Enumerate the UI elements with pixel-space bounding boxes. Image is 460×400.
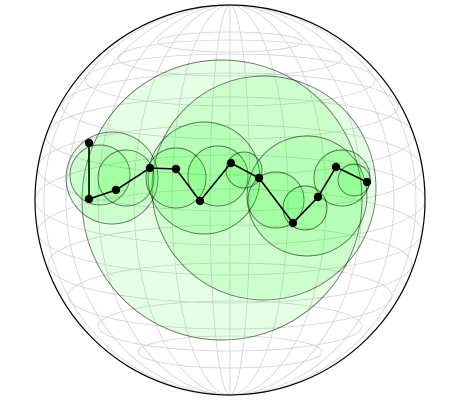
- sphere-graticule: [34, 4, 426, 396]
- disk-layers: [65, 59, 377, 341]
- vertex-markers: [84, 138, 372, 228]
- vertex-polyline: [88, 143, 368, 225]
- vertex-point: [313, 192, 323, 202]
- vertex-point: [84, 138, 94, 148]
- vertex-point: [111, 185, 121, 195]
- vertex-point: [145, 163, 155, 173]
- vertex-point: [171, 164, 181, 174]
- disk-outer: [81, 59, 363, 341]
- vertex-point: [84, 194, 94, 204]
- sphere-outline: [34, 4, 426, 396]
- vertex-point: [226, 158, 236, 168]
- vertex-point: [288, 218, 298, 228]
- vertex-point: [254, 173, 264, 183]
- vertex-point: [362, 177, 372, 187]
- vertex-point: [331, 162, 341, 172]
- vertex-point: [195, 196, 205, 206]
